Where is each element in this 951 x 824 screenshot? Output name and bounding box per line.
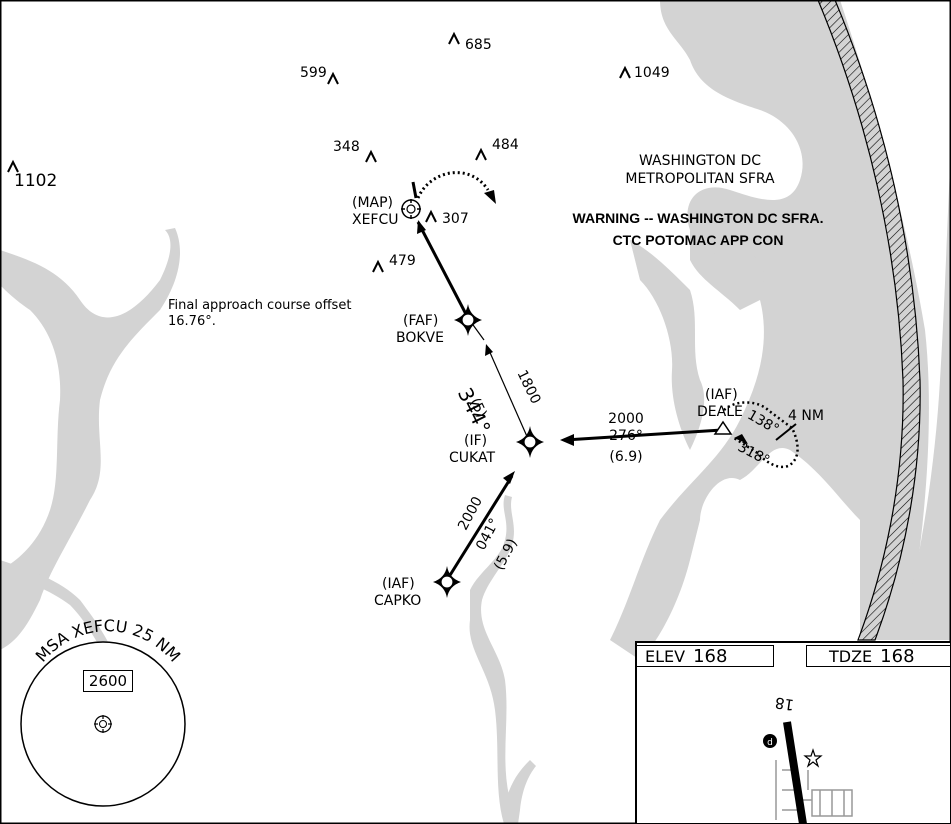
if-role: (IF): [464, 433, 488, 449]
sfra-boundary: [817, 0, 921, 641]
obstacle-icons: [7, 31, 631, 273]
faf-name: BOKVE: [396, 330, 444, 346]
if-waypoint-icon: [516, 426, 544, 458]
deale-role: (IAF): [705, 387, 738, 403]
elev-value: 168: [693, 646, 728, 667]
tdze-box: TDZE 168: [806, 645, 951, 667]
capko-arrow-head: [503, 471, 515, 484]
elev-box: ELEV 168: [636, 645, 774, 667]
final-course-line: [416, 221, 470, 319]
offset-note-line2: 16.76°.: [168, 314, 216, 329]
msa-altitude: 2600: [83, 670, 133, 692]
capko-name: CAPKO: [374, 593, 422, 609]
missed-approach-path: [416, 171, 490, 199]
missed-approach-arrow: [484, 190, 496, 204]
obstacle-307: 307: [442, 211, 469, 227]
river-south-tail: [506, 760, 536, 824]
bay-island: [840, 156, 869, 203]
airport-inset: [635, 641, 951, 824]
rwy-lights-icon: [763, 734, 777, 748]
faf-waypoint-icon: [454, 304, 482, 336]
obstacle-484: 484: [492, 137, 519, 153]
faf-role: (FAF): [403, 313, 439, 329]
map-name: XEFCU: [352, 212, 399, 228]
river-west: [0, 228, 180, 650]
if-to-faf-arrow: [485, 344, 493, 356]
obstacle-599: 599: [300, 65, 327, 81]
river-south: [469, 495, 518, 824]
capko-waypoint-icon: [433, 566, 461, 598]
sfra-name-line1: WASHINGTON DC: [638, 153, 762, 169]
obstacle-1049: 1049: [634, 65, 670, 81]
holding-pattern: [723, 401, 799, 469]
obstacle-1102: 1102: [14, 171, 58, 191]
sfra-warning-line1: WARNING -- WASHINGTON DC SFRA.: [572, 210, 824, 226]
bay-water-inlet: [690, 230, 764, 310]
obstacle-685: 685: [465, 37, 492, 53]
runway-18-36: [783, 721, 807, 824]
if-name: CUKAT: [449, 450, 495, 466]
tdze-label: TDZE: [829, 647, 873, 666]
offset-note-line1: Final approach course offset: [168, 298, 352, 313]
if-to-faf-line: [487, 347, 530, 442]
runway-number: 18: [773, 693, 796, 714]
svg-text:d: d: [767, 738, 773, 748]
final-arrow-head: [417, 220, 426, 234]
map-waypoint-icon: [401, 199, 421, 219]
deale-arrow-head: [560, 434, 574, 446]
deale-course: 276°: [609, 428, 643, 444]
msa-center-icon: [94, 715, 112, 733]
bay-north-arm: [630, 240, 705, 450]
deale-distance: (6.9): [609, 449, 643, 465]
obstacle-479: 479: [389, 253, 416, 269]
obstacle-348: 348: [333, 139, 360, 155]
airport-diagram: [775, 760, 853, 820]
sfra-name-line2: METROPOLITAN SFRA: [625, 171, 775, 187]
elev-label: ELEV: [645, 647, 686, 666]
deale-segment-line: [564, 428, 723, 442]
deale-vor-icon: [713, 420, 733, 435]
sfra-warning-line2: CTC POTOMAC APP CON: [612, 232, 784, 248]
map-role: (MAP): [352, 195, 394, 211]
deale-name: DEALE: [697, 404, 743, 420]
capko-role: (IAF): [382, 576, 415, 592]
bay-east-shore: [900, 150, 951, 640]
tdze-value: 168: [880, 646, 915, 667]
holding-leg: 4 NM: [788, 408, 824, 424]
capko-segment-line: [445, 475, 514, 581]
deale-altitude: 2000: [608, 411, 644, 427]
beacon-star-icon: [803, 748, 823, 768]
bay-water: [610, 0, 929, 660]
